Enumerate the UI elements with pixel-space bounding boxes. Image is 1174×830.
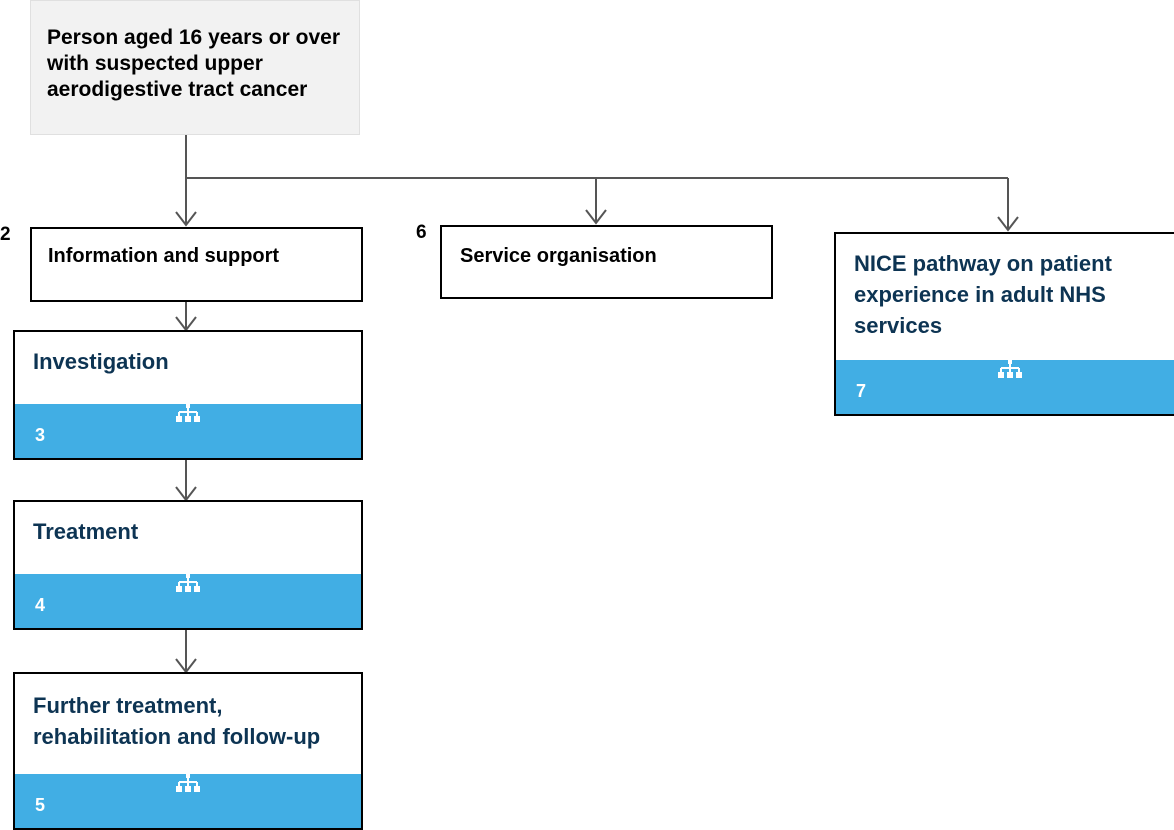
- information-and-support-label: Information and support: [48, 245, 280, 267]
- further-treatment-number: 5: [35, 795, 46, 815]
- step-number-service: 6: [416, 222, 427, 243]
- nice-pathway-number: 7: [856, 381, 867, 401]
- further-treatment-box[interactable]: Further treatment, rehabilitation and fo…: [13, 672, 363, 830]
- investigation-footer: 3: [15, 404, 361, 458]
- further-treatment-footer: 5: [15, 774, 361, 828]
- nice-pathway-box[interactable]: NICE pathway on patient experience in ad…: [834, 232, 1174, 416]
- further-treatment-title: Further treatment, rehabilitation and fo…: [33, 693, 321, 749]
- treatment-title: Treatment: [33, 519, 139, 544]
- treatment-box[interactable]: Treatment 4: [13, 500, 363, 630]
- investigation-box[interactable]: Investigation 3: [13, 330, 363, 460]
- treatment-number: 4: [35, 595, 46, 615]
- sitemap-icon[interactable]: [176, 574, 200, 596]
- start-text: Person aged 16 years or over with suspec…: [47, 26, 340, 101]
- start-box: Person aged 16 years or over with suspec…: [30, 0, 360, 135]
- step-number-info: 2: [0, 224, 11, 245]
- information-and-support-box[interactable]: Information and support: [30, 227, 363, 302]
- investigation-title: Investigation: [33, 349, 169, 374]
- nice-pathway-title: NICE pathway on patient experience in ad…: [854, 251, 1112, 338]
- investigation-number: 3: [35, 425, 46, 445]
- sitemap-icon[interactable]: [176, 774, 200, 796]
- service-organisation-box[interactable]: Service organisation: [440, 225, 773, 299]
- sitemap-icon[interactable]: [998, 360, 1022, 382]
- treatment-footer: 4: [15, 574, 361, 628]
- sitemap-icon[interactable]: [176, 404, 200, 426]
- nice-pathway-footer: 7: [836, 360, 1174, 414]
- service-organisation-label: Service organisation: [460, 245, 657, 267]
